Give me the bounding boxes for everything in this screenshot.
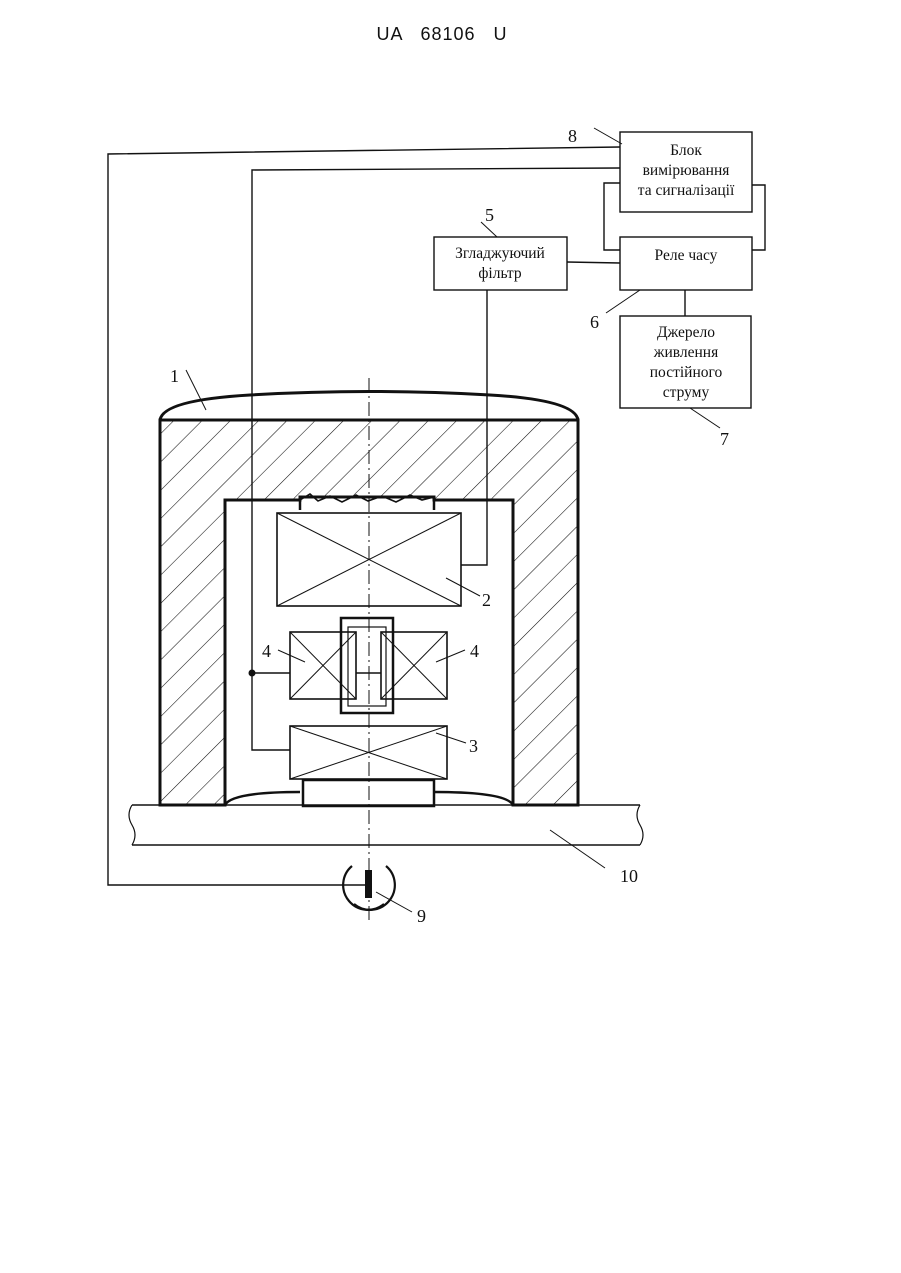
callout-7: 7 xyxy=(720,429,729,449)
block-7-line-1: Джерело xyxy=(657,324,715,341)
block-5-smoothing-filter: Згладжуючий фільтр xyxy=(434,237,567,290)
callout-5: 5 xyxy=(485,205,494,225)
block-8-measurement-signaling: Блок вимірювання та сигналізації xyxy=(620,132,752,212)
callout-2: 2 xyxy=(482,590,491,610)
callout-numbers: 1 2 3 4 4 5 6 7 8 9 10 xyxy=(170,126,729,926)
block-6-label: Реле часу xyxy=(655,247,718,264)
block-5-line-2: фільтр xyxy=(478,265,522,282)
block-8-line-3: та сигналізації xyxy=(638,182,735,199)
block-5-line-1: Згладжуючий xyxy=(455,245,545,262)
callout-1: 1 xyxy=(170,366,179,386)
callout-8: 8 xyxy=(568,126,577,146)
block-8-line-1: Блок xyxy=(670,142,702,159)
block-8-line-2: вимірювання xyxy=(643,162,730,179)
block-7-line-4: струму xyxy=(663,384,710,401)
callout-leaders xyxy=(186,128,720,912)
callout-4-left: 4 xyxy=(262,641,271,661)
callout-6: 6 xyxy=(590,312,599,332)
base-plate-part-10 xyxy=(129,805,643,845)
callout-3: 3 xyxy=(469,736,478,756)
coil-4-right xyxy=(381,632,447,699)
block-6-time-relay: Реле часу xyxy=(620,237,752,290)
callout-10: 10 xyxy=(620,866,638,886)
callout-9: 9 xyxy=(417,906,426,926)
coil-4-left xyxy=(290,632,356,699)
callout-4-right: 4 xyxy=(470,641,479,661)
sensor-part-9 xyxy=(343,866,395,910)
block-7-line-3: постійного xyxy=(650,364,723,381)
block-7-dc-power-supply: Джерело живлення постійного струму xyxy=(620,316,751,408)
block-7-line-2: живлення xyxy=(653,344,718,361)
